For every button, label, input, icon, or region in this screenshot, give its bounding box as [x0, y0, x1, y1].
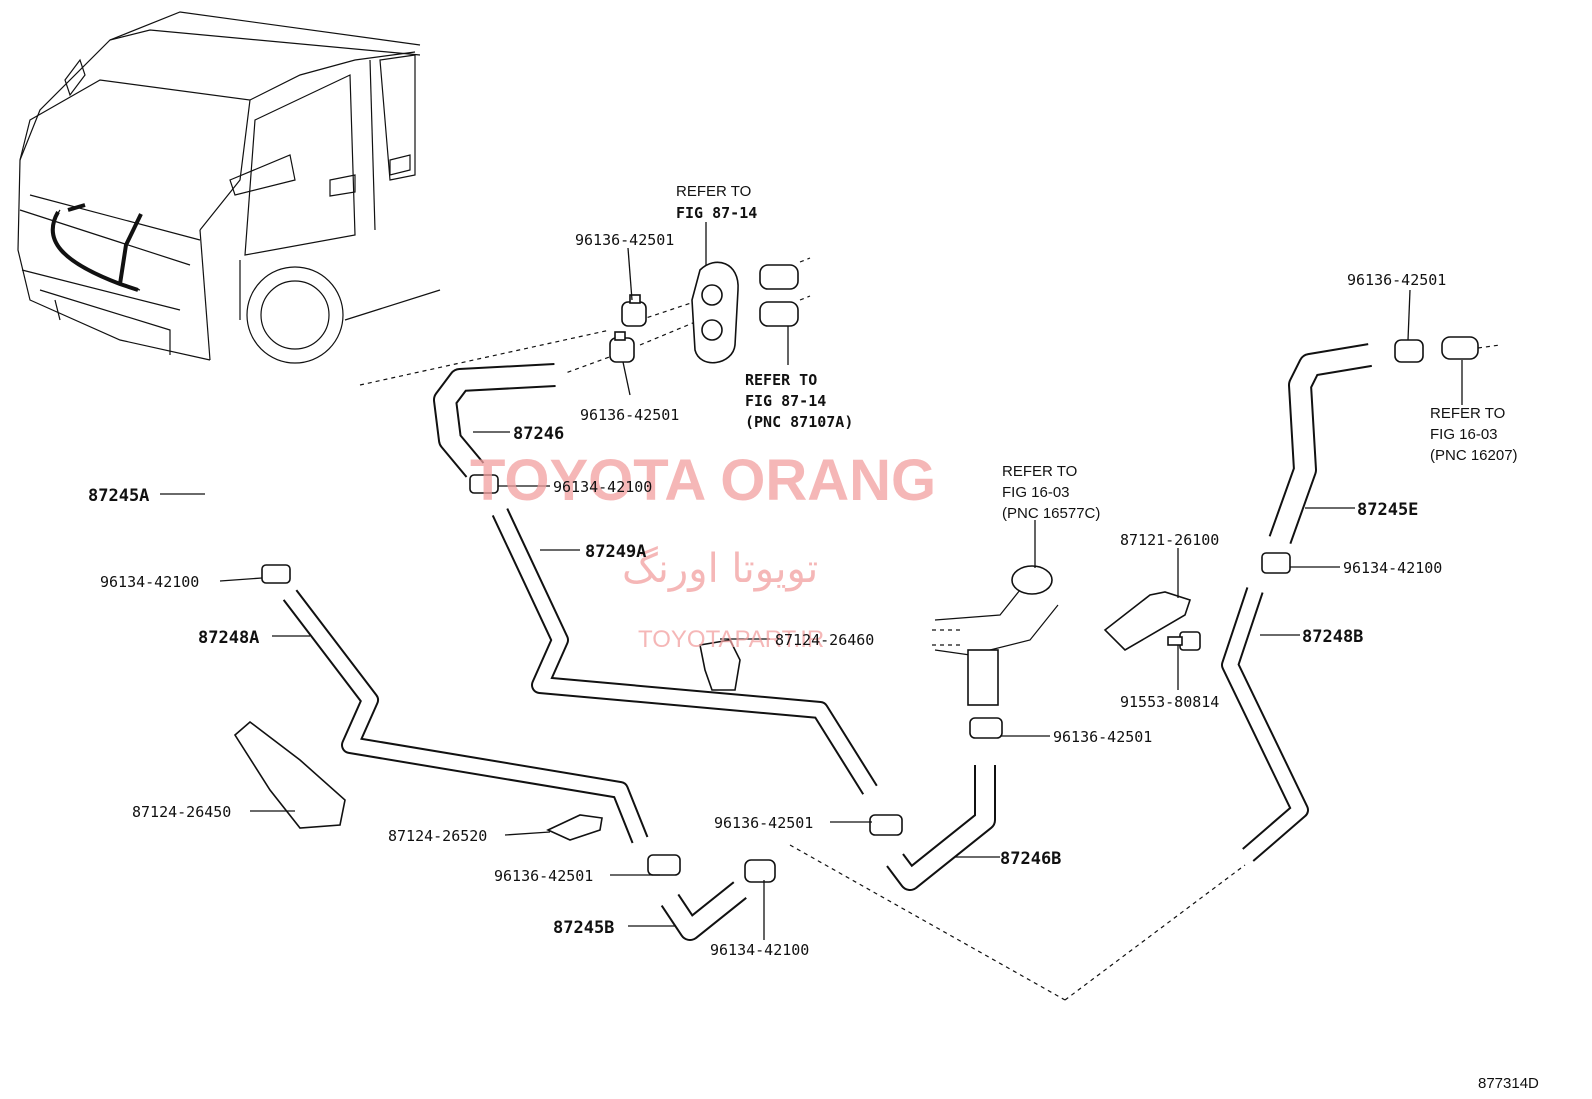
- heater-pipe[interactable]: [934, 565, 1059, 706]
- ref-87-14-top-line1: REFER TO: [676, 183, 751, 200]
- watermark-title: TOYOTA ORANG: [470, 448, 936, 513]
- clamp-96136-42501-right[interactable]: [1394, 339, 1424, 363]
- clamp-96136-42501-pipe[interactable]: [969, 717, 1003, 739]
- label-hose-87248B: 87248B: [1302, 627, 1363, 647]
- ref-16-03-right-line2: FIG 16-03: [1430, 426, 1498, 443]
- label-clamp-42501-b2: 96136-42501: [714, 814, 813, 832]
- clamps-and-brackets: [233, 261, 1479, 883]
- label-clamp-42501-top: 96136-42501: [575, 231, 674, 249]
- label-clamp-42501-b1: 96136-42501: [494, 867, 593, 885]
- label-clamp-42501-mid: 96136-42501: [1053, 728, 1152, 746]
- connection-lines: [359, 257, 1501, 1001]
- label-hose-87249A: 87249A: [585, 542, 646, 562]
- ref-87-14-pnc-line3: (PNC 87107A): [745, 413, 853, 431]
- clamp-87124-26450[interactable]: [233, 720, 346, 829]
- ref-16-03-mid-line1: REFER TO: [1002, 463, 1077, 480]
- clamp-96136-42501-top[interactable]: [621, 294, 647, 327]
- label-clamp-26460: 87124-26460: [775, 631, 874, 649]
- hose-87245E[interactable]: [1268, 343, 1380, 550]
- ref-87-14-pnc-line1: REFER TO: [745, 371, 817, 389]
- ref-16-03-right-line1: REFER TO: [1430, 405, 1505, 422]
- label-hose-87245E: 87245E: [1357, 500, 1418, 520]
- label-clamp-26450: 87124-26450: [132, 803, 231, 821]
- hoses: [195, 343, 1380, 941]
- ref-16-03-mid-line2: FIG 16-03: [1002, 484, 1070, 501]
- ref-16-03-mid-line3: (PNC 16577C): [1002, 505, 1100, 522]
- label-clamp-26520: 87124-26520: [388, 827, 487, 845]
- watermark: TOYOTA ORANG تویوتا اورنگ TOYOTAPART.IR: [470, 448, 936, 653]
- ref-16-03-right-line3: (PNC 16207): [1430, 447, 1518, 464]
- label-hose-87245B: 87245B: [553, 918, 614, 938]
- label-clamp-42501-bottom: 96136-42501: [580, 406, 679, 424]
- clamp-96136-42501-b2[interactable]: [744, 859, 776, 883]
- label-clamp-42100-b: 96134-42100: [710, 941, 809, 959]
- hose-87249A[interactable]: [491, 505, 878, 797]
- bolt-91553-80814[interactable]: [1167, 631, 1201, 651]
- leader-lines: [160, 222, 1463, 940]
- hose-87246[interactable]: [433, 363, 565, 480]
- clamp-96134-42100-right[interactable]: [1261, 552, 1291, 574]
- hose-87248B[interactable]: [1221, 583, 1309, 862]
- label-bracket-26100: 87121-26100: [1120, 531, 1219, 549]
- part-labels: 96136-42501 96136-42501 87246 96134-4210…: [88, 231, 1446, 959]
- clamp-96136-42501-bottom[interactable]: [609, 331, 635, 363]
- label-clamp-42100-right: 96134-42100: [1343, 559, 1442, 577]
- reference-notes: REFER TO FIG 87-14 REFER TO FIG 87-14 (P…: [676, 183, 1518, 522]
- vehicle-illustration: [17, 11, 441, 364]
- hose-87245A[interactable]: [195, 380, 360, 560]
- grommet-87-14[interactable]: [691, 261, 739, 364]
- label-clamp-42100-a: 96134-42100: [553, 478, 652, 496]
- pipe-end-16-03: [1441, 336, 1479, 360]
- hose-87245B[interactable]: [660, 881, 749, 941]
- watermark-site: TOYOTAPART.IR: [638, 626, 824, 653]
- label-clamp-42501-right: 96136-42501: [1347, 271, 1446, 289]
- label-clamp-42100-left: 96134-42100: [100, 573, 199, 591]
- watermark-farsi: تویوتا اورنگ: [622, 546, 818, 592]
- label-hose-87246: 87246: [513, 424, 564, 444]
- bracket-87121-26100[interactable]: [1103, 591, 1192, 652]
- label-bolt-80814: 91553-80814: [1120, 693, 1219, 711]
- ref-87-14-pnc-line2: FIG 87-14: [745, 392, 826, 410]
- hose-87246B[interactable]: [886, 756, 996, 891]
- label-hose-87248A: 87248A: [198, 628, 259, 648]
- clamp-96134-42100-left[interactable]: [261, 564, 291, 584]
- clamp-87124-26460[interactable]: [699, 639, 741, 691]
- clamp-96136-42501-b1[interactable]: [647, 854, 681, 876]
- hose-87248A[interactable]: [282, 588, 649, 847]
- clamp-96134-42100-a[interactable]: [469, 474, 499, 494]
- clamp-87124-26520[interactable]: [546, 814, 603, 841]
- diagram-id: 877314D: [1478, 1075, 1539, 1092]
- heater-pipe-ends: [759, 264, 799, 327]
- clamp-96136-42501-mid[interactable]: [869, 814, 903, 836]
- label-hose-87245A: 87245A: [88, 486, 149, 506]
- label-hose-87246B: 87246B: [1000, 849, 1061, 869]
- ref-87-14-top-line2: FIG 87-14: [676, 204, 757, 222]
